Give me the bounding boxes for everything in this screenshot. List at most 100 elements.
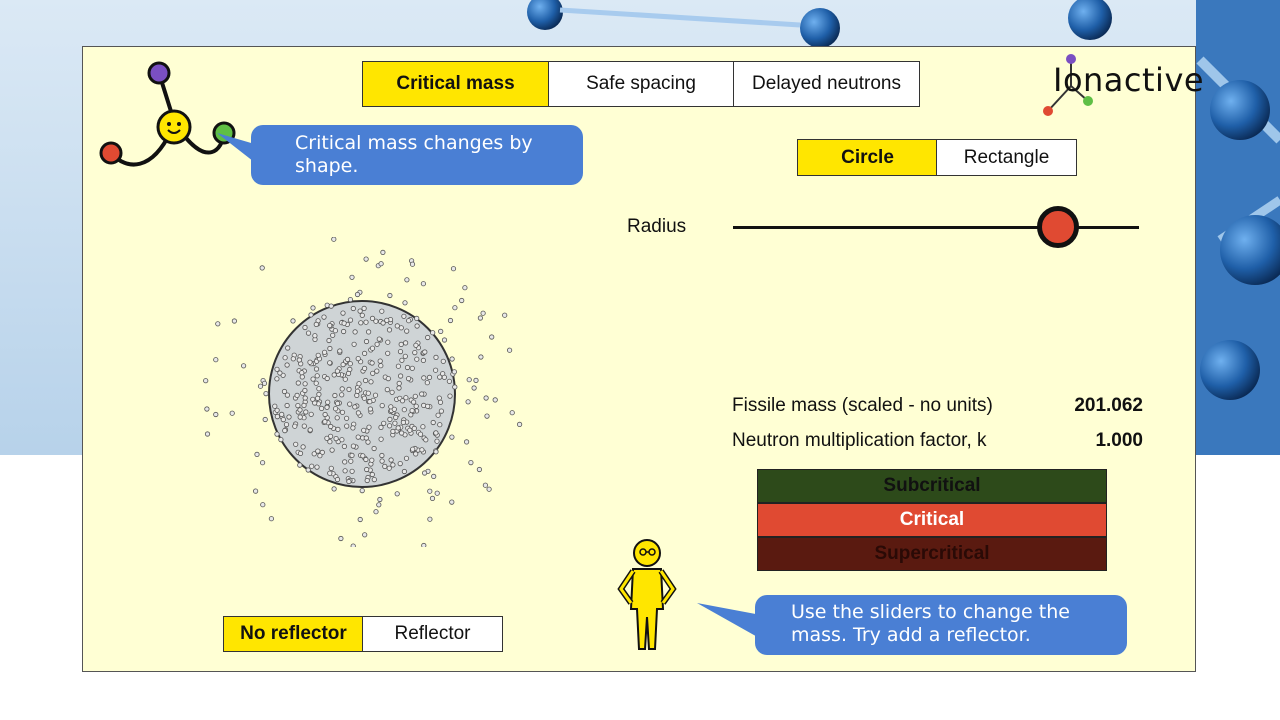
neutron-particle: [483, 395, 489, 401]
neutron-particle: [426, 374, 433, 380]
tab-delayed-neutrons[interactable]: Delayed neutrons: [733, 61, 920, 107]
neutron-particle: [391, 406, 397, 412]
neutron-particle: [347, 317, 354, 323]
neutron-particle: [369, 345, 376, 351]
neutron-particle: [489, 334, 495, 340]
neutron-particle: [290, 318, 296, 324]
shape-rectangle-button[interactable]: Rectangle: [936, 139, 1077, 176]
neutron-particle: [437, 399, 444, 405]
neutron-particle: [422, 470, 428, 476]
neutron-particle: [347, 296, 353, 303]
neutron-particle: [295, 403, 301, 409]
radius-slider-track[interactable]: [733, 226, 1139, 229]
neutron-particle: [274, 414, 281, 420]
neutron-particle: [436, 395, 442, 401]
neutron-particle: [313, 321, 319, 328]
neutron-particle: [310, 305, 316, 311]
neutron-particle: [322, 411, 328, 418]
neutron-particle: [331, 237, 337, 242]
neutron-particle: [327, 470, 333, 476]
neutron-particle: [404, 328, 410, 334]
neutron-particle: [344, 423, 350, 429]
neutron-particle: [297, 462, 303, 468]
neutron-particle: [363, 377, 369, 384]
neutron-particle: [349, 274, 355, 280]
neutron-particle: [302, 387, 308, 394]
neutron-particle: [213, 411, 219, 418]
neutron-particle: [339, 386, 345, 392]
neutron-particle: [387, 292, 393, 299]
brand-logo-text: Ionactive: [1053, 61, 1205, 99]
neutron-particle: [340, 310, 346, 316]
neutron-particle: [203, 378, 209, 384]
neutron-particle: [427, 488, 433, 494]
neutron-particle: [322, 349, 328, 355]
neutron-particle: [274, 376, 280, 382]
neutron-particle: [324, 404, 330, 410]
neutron-particle: [324, 435, 330, 441]
shape-circle-button[interactable]: Circle: [797, 139, 938, 176]
neutron-particle: [339, 437, 345, 443]
neutron-particle: [342, 468, 348, 474]
neutron-particle: [229, 410, 235, 416]
neutron-particle: [342, 376, 348, 382]
neutron-particle: [327, 345, 333, 352]
neutron-particle: [352, 329, 358, 335]
neutron-particle: [257, 383, 264, 389]
neutron-particle: [351, 341, 357, 347]
neutron-particle: [403, 395, 409, 401]
neutron-particle: [388, 404, 394, 410]
neutron-particle: [338, 535, 344, 542]
neutron-particle: [372, 392, 379, 398]
neutron-particle: [296, 357, 302, 363]
neutron-particle: [427, 516, 433, 522]
neutron-particle: [357, 308, 363, 314]
neutron-particle: [310, 376, 316, 382]
neutron-particle: [284, 362, 290, 368]
neutron-particle: [409, 408, 415, 414]
neutron-particle: [420, 424, 426, 430]
neutron-particle: [385, 350, 391, 356]
mascot-speech-bubble: Critical mass changes by shape.: [251, 125, 583, 185]
neutron-particle: [449, 434, 455, 440]
neutron-particle: [328, 303, 334, 309]
radius-slider-thumb[interactable]: [1036, 206, 1079, 248]
neutron-particle: [370, 370, 376, 376]
neutron-particle: [312, 333, 318, 339]
neutron-particle: [438, 328, 444, 335]
neutron-particle: [400, 419, 406, 425]
neutron-particle: [414, 323, 420, 329]
neutron-particle: [363, 256, 369, 262]
neutron-particle: [371, 477, 377, 483]
neutron-particle: [347, 401, 353, 407]
neutron-particle: [354, 392, 360, 398]
neutron-particle: [361, 427, 367, 433]
neutron-particle: [462, 285, 468, 291]
neutron-particle: [373, 509, 379, 515]
neutron-particle: [473, 377, 479, 383]
neutron-particle: [339, 409, 346, 415]
neutron-particle: [393, 414, 399, 420]
neutron-particle: [293, 441, 299, 447]
reflector-button[interactable]: Reflector: [362, 616, 503, 652]
neutron-particle: [390, 428, 396, 434]
neutron-particle: [420, 357, 426, 364]
neutron-particle: [302, 381, 308, 387]
tab-critical-mass[interactable]: Critical mass: [362, 61, 549, 107]
neutron-particle: [384, 387, 390, 393]
status-subcritical: Subcritical: [757, 469, 1107, 503]
speech-bubble-tail: [697, 603, 761, 639]
tab-safe-spacing[interactable]: Safe spacing: [548, 61, 734, 107]
neutron-particle: [299, 370, 305, 376]
neutron-particle: [313, 380, 319, 386]
neutron-particle: [303, 409, 309, 415]
neutron-particle: [366, 424, 372, 430]
neutron-particle: [401, 407, 407, 413]
neutron-particle: [307, 359, 313, 365]
neutron-particle: [335, 400, 341, 406]
neutron-particle: [373, 318, 379, 324]
neutron-particle: [349, 468, 355, 474]
neutron-particle: [509, 410, 515, 416]
neutron-particle: [413, 342, 419, 348]
no-reflector-button[interactable]: No reflector: [223, 616, 364, 652]
